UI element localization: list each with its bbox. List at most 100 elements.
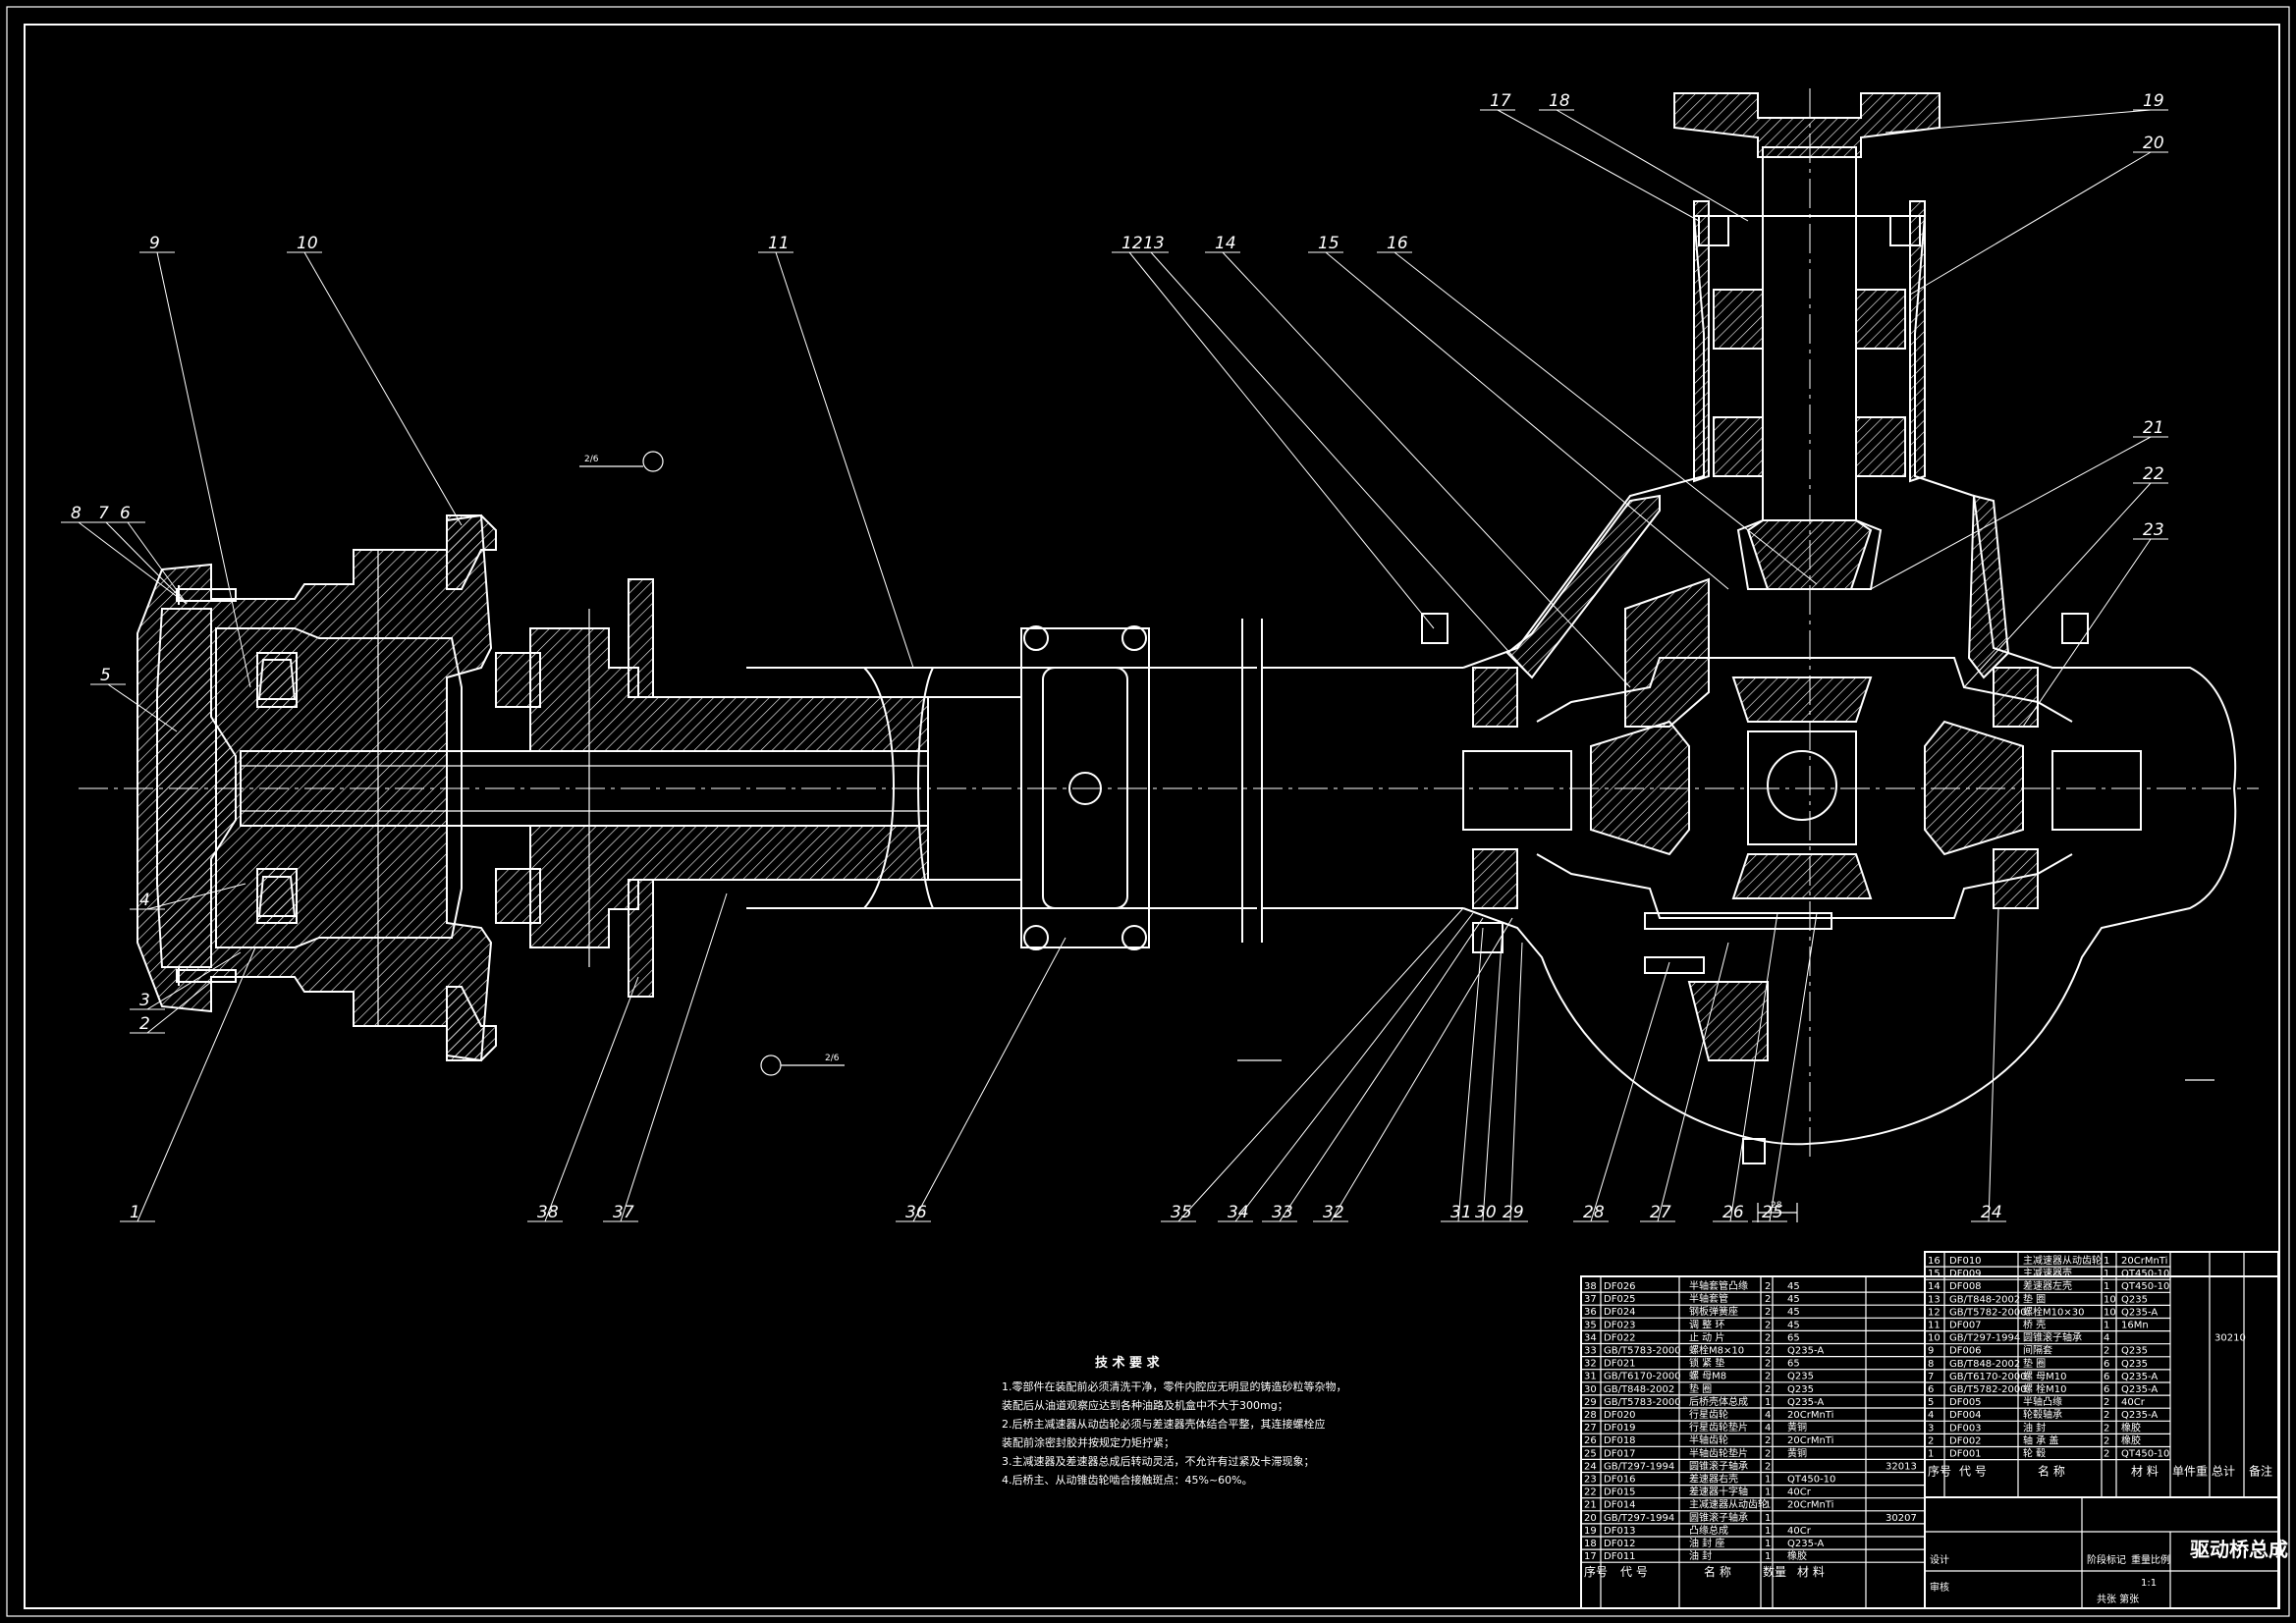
callout-15: 15	[1318, 234, 1339, 253]
bom-left-cell: 1	[1765, 1500, 1771, 1511]
bom-left-footer-cell: 名 称	[1704, 1564, 1731, 1579]
bom-left-cell: 37	[1584, 1294, 1597, 1305]
bom-right-cell: Q235	[2121, 1294, 2148, 1305]
bom-left-cell: 65	[1787, 1359, 1800, 1370]
leader-line-29	[1509, 942, 1523, 1222]
callout-20: 20	[2143, 134, 2164, 153]
differential-assembly: 28	[1421, 92, 2237, 1222]
bom-left-cell: 4	[1765, 1423, 1771, 1434]
bom-left-cell: 2	[1765, 1372, 1771, 1382]
bom-left-cell: 2	[1765, 1359, 1771, 1370]
bom-right-cell: 6	[2104, 1384, 2109, 1395]
leader-line-19	[1885, 109, 2152, 134]
callout-17: 17	[1490, 91, 1511, 111]
bom-right-cell: 2	[2104, 1449, 2109, 1460]
review-label: 审核	[1930, 1581, 1949, 1594]
bom-right-cell: Q235	[2121, 1359, 2148, 1370]
leader-line-12	[1128, 251, 1435, 629]
bom-left-cell: 锁 紧 垫	[1689, 1357, 1724, 1370]
bom-right-cell: 油 封	[2023, 1421, 2046, 1434]
bom-right-cell: 差速器左壳	[2023, 1279, 2072, 1292]
bom-left-cell: 1	[1765, 1475, 1771, 1486]
bom-left-cell: 65	[1787, 1332, 1800, 1343]
bom-left-cell: 40Cr	[1787, 1526, 1812, 1537]
leader-line-9	[156, 251, 251, 688]
bom-right-cell: 1	[1928, 1449, 1934, 1460]
bom-left-cell: 调 整 环	[1689, 1318, 1724, 1330]
bom-left-cell: 橡胶	[1787, 1549, 1807, 1562]
bom-right-cell: 螺 栓M10	[2023, 1382, 2067, 1395]
bom-right-header-cell: 代 号	[1959, 1465, 1987, 1479]
bom-left-cell: 2	[1765, 1384, 1771, 1395]
bom-left-cell: DF015	[1604, 1488, 1636, 1498]
bom-left-cell: 26	[1584, 1435, 1597, 1446]
bom-left-cell: 45	[1787, 1320, 1800, 1330]
bom-left-cell: 40Cr	[1787, 1488, 1812, 1498]
bom-right-cell: 10	[2104, 1307, 2116, 1318]
bom-left-cell: 2	[1765, 1332, 1771, 1343]
bom-right-cell: 螺 母M10	[2023, 1371, 2067, 1382]
bom-right-cell: 9	[1928, 1346, 1934, 1357]
leader-line-32	[1330, 917, 1513, 1222]
bom-left-footer-cell: 序号	[1584, 1564, 1608, 1579]
bom-left-cell: 36	[1584, 1307, 1597, 1318]
leader-line-1	[137, 947, 256, 1222]
bom-left-cell: DF024	[1604, 1307, 1636, 1318]
bom-right-cell: 10	[1928, 1333, 1941, 1344]
inner-border	[24, 24, 2280, 1609]
bom-right-header-cell: 备注	[2249, 1464, 2272, 1479]
bom-left-cell: 38	[1584, 1281, 1597, 1292]
leader-line-16	[1394, 251, 1818, 585]
drawing-title: 驱动桥总成	[2190, 1538, 2288, 1561]
callout-9: 9	[149, 234, 160, 253]
bom-left-cell: 1	[1765, 1551, 1771, 1562]
bom-left-cell: DF021	[1604, 1359, 1636, 1370]
bom-left-cell: 24	[1584, 1461, 1597, 1472]
bom-right-cell: 橡胶	[2121, 1434, 2141, 1446]
bom-left-cell: 1	[1765, 1488, 1771, 1498]
leader-line-28	[1590, 961, 1670, 1222]
bom-right-cell: GB/T848-2002	[1949, 1294, 2020, 1305]
bom-left-cell: 半轴齿轮垫片	[1689, 1446, 1748, 1459]
bom-left-cell: 2	[1765, 1320, 1771, 1330]
bom-right-cell: Q235-A	[2121, 1307, 2158, 1318]
tech-title: 技 术 要 求	[1095, 1355, 1161, 1371]
bom-left-cell: DF020	[1604, 1410, 1636, 1421]
tech-note-2: 装配后从油道观察应达到各种油路及机盒中不大于300mg；	[1002, 1398, 1288, 1412]
leader-line-38	[544, 976, 639, 1222]
bom-left-cell: 2	[1765, 1346, 1771, 1357]
tech-note-1: 1.零部件在装配前必须清洗干净，零件内腔应无明显的铸造砂粒等杂物，	[1002, 1380, 1347, 1393]
bom-right-cell: 8	[1928, 1359, 1934, 1370]
bom-left-cell: 行星齿轮垫片	[1689, 1421, 1748, 1434]
callout-34: 34	[1228, 1203, 1249, 1222]
outer-border	[6, 6, 2290, 1617]
leader-line-15	[1325, 251, 1729, 590]
callout-12: 12	[1121, 234, 1143, 253]
tech-note-5: 3.主减速器及差速器总成后转动灵活，不允许有过紧及卡滞现象；	[1002, 1454, 1315, 1468]
bom-left-cell: DF017	[1604, 1448, 1636, 1459]
bom-left-cell: DF013	[1604, 1526, 1636, 1537]
callout-22: 22	[2143, 464, 2164, 484]
bom-right-cell: QT450-10	[2121, 1269, 2169, 1279]
bom-left-cell: 黄铜	[1787, 1421, 1807, 1434]
bom-left-cell: 2	[1765, 1448, 1771, 1459]
bom-right-cell: 7	[1928, 1372, 1934, 1382]
callout-25: 25	[1762, 1203, 1783, 1222]
bom-right-cell: 2	[2104, 1397, 2109, 1408]
bom-left-cell: 差速器右壳	[1689, 1473, 1738, 1486]
bom-left-cell: 25	[1584, 1448, 1597, 1459]
bom-right-cell: DF006	[1949, 1346, 1982, 1357]
bom-right-cell: 2	[2104, 1410, 2109, 1421]
bom-left-cell: 油 封 座	[1689, 1537, 1724, 1549]
bom-right-cell: 16	[1928, 1256, 1941, 1267]
tech-note-6: 4.后桥主、从动锥齿轮啮合接触斑点：45%~60%。	[1002, 1473, 1253, 1487]
callout-35: 35	[1171, 1203, 1192, 1222]
bom-right-cell: 5	[1928, 1397, 1934, 1408]
callout-8: 8	[71, 504, 82, 523]
bom-right-cell: 主减速器壳	[2023, 1267, 2072, 1279]
leader-line-34	[1234, 912, 1474, 1222]
bom-left-cell: 半轴套管	[1689, 1292, 1728, 1305]
title-block: 驱动桥总成 阶段标记 重量 比例 1:1 共张 第张 设计 审核	[1924, 1496, 2288, 1609]
